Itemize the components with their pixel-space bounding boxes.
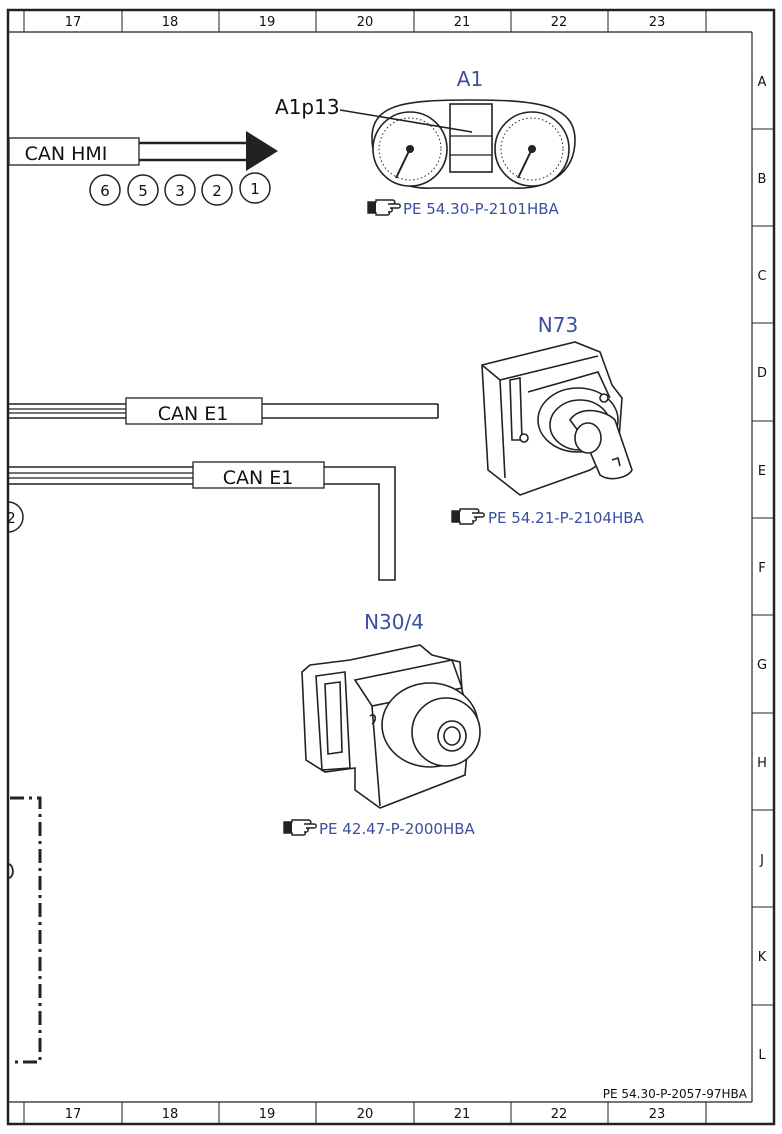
a1-title: A1 (457, 67, 483, 91)
bus-node-circle (164, 174, 196, 206)
row-label: B (758, 172, 767, 187)
column-label-bottom: 19 (259, 1107, 276, 1122)
column-label-top: 18 (162, 15, 179, 30)
partial-node-circle (7, 501, 24, 533)
row-label: G (757, 658, 767, 673)
drawing-frame: 17 18 19 20 21 22 23 17 18 19 20 21 22 2… (6, 8, 776, 1126)
can-e1-top-bus: CAN E1 (8, 397, 439, 425)
pointing-hand-icon (283, 819, 317, 836)
n73-ignition-switch: N73 PE 54.21-P-2104HBA (451, 313, 645, 527)
column-dividers-top (23, 10, 707, 32)
row-dividers (752, 128, 774, 1006)
pointing-hand-icon (367, 199, 401, 216)
row-label: D (757, 366, 767, 381)
dash-dot-boundary (7, 796, 42, 1064)
n30-4-esp-control-unit: N30/4 PE 42.47-P-2000HBA (283, 610, 481, 838)
bus-node-number: 5 (138, 182, 148, 200)
row-label: H (757, 756, 767, 771)
n73-reference-link[interactable]: PE 54.21-P-2104HBA (488, 509, 645, 527)
can-e1-bottom-label-box (192, 461, 325, 489)
can-e1-bottom-label: CAN E1 (223, 467, 294, 489)
bus-node-number: 6 (100, 182, 110, 200)
bus-node-circles: 6 5 3 2 1 (89, 172, 271, 206)
bus-node-circle (89, 174, 121, 206)
column-label-top: 21 (454, 15, 471, 30)
a1-instrument-cluster: A1 A1p13 PE 54.30-P-2101HBA (275, 67, 576, 218)
can-hmi-label: CAN HMI (25, 143, 108, 165)
bus-node-number: 3 (175, 182, 185, 200)
can-e1-top-label-box (125, 397, 263, 425)
column-label-top: 23 (649, 15, 666, 30)
column-label-top: 17 (65, 15, 82, 30)
can-e1-top-label: CAN E1 (158, 403, 229, 425)
bus-node-circle (201, 174, 233, 206)
can-e1-bottom-bus: CAN E1 2 (6, 456, 396, 581)
column-label-bottom: 18 (162, 1107, 179, 1122)
partial-node-number: 2 (6, 509, 16, 527)
a1p13-leader-line (339, 109, 473, 133)
column-dividers-bottom (23, 1102, 707, 1124)
pointing-hand-icon (451, 508, 485, 525)
row-label: F (758, 561, 765, 576)
row-label: A (758, 75, 767, 90)
row-label: C (757, 269, 766, 284)
bus-node-number: 2 (212, 182, 222, 200)
bus-node-circle (239, 172, 271, 204)
column-label-bottom: 20 (357, 1107, 374, 1122)
column-label-bottom: 17 (65, 1107, 82, 1122)
n73-title: N73 (538, 313, 578, 337)
can-hmi-bus: CAN HMI 6 5 3 2 1 (8, 131, 278, 206)
bus-node-number: 1 (250, 180, 260, 198)
row-label: K (758, 950, 767, 965)
column-label-bottom: 23 (649, 1107, 666, 1122)
a1p13-callout: A1p13 (275, 95, 340, 119)
n30-4-title: N30/4 (364, 610, 424, 634)
document-code: PE 54.30-P-2057-97HBA (603, 1087, 748, 1101)
bus-node-circle (127, 174, 159, 206)
bus-arrow-icon (246, 131, 278, 171)
column-label-top: 19 (259, 15, 276, 30)
column-label-bottom: 22 (551, 1107, 568, 1122)
column-label-bottom: 21 (454, 1107, 471, 1122)
n30-4-reference-link[interactable]: PE 42.47-P-2000HBA (319, 820, 476, 838)
column-label-top: 22 (551, 15, 568, 30)
row-label: E (758, 464, 766, 479)
row-label: L (758, 1048, 766, 1063)
can-hmi-label-box (8, 137, 140, 166)
a1-reference-link[interactable]: PE 54.30-P-2101HBA (403, 200, 560, 218)
column-label-top: 20 (357, 15, 374, 30)
row-label: J (759, 853, 764, 868)
